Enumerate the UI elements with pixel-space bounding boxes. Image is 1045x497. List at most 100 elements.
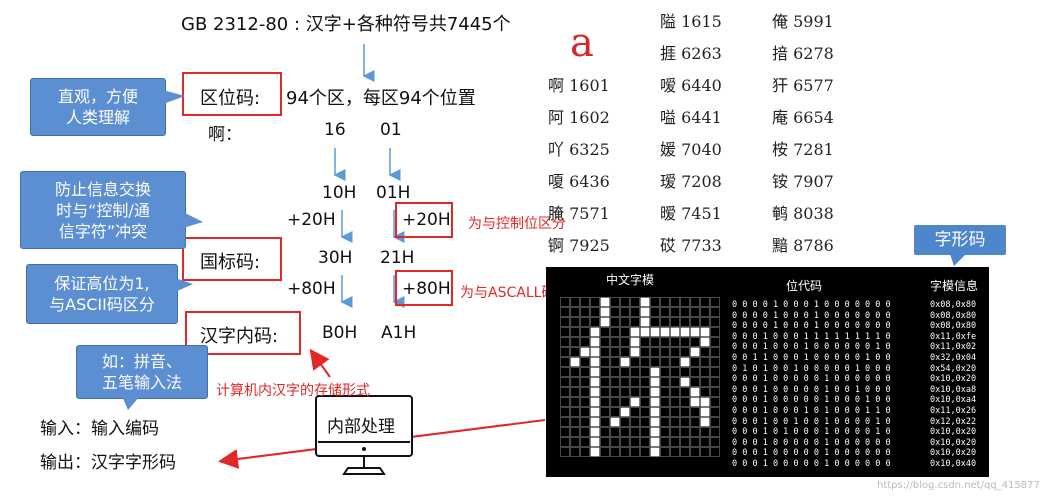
glyph-pixel [560, 377, 570, 387]
glyph-pixel [640, 387, 650, 397]
glyph-pixel [690, 297, 700, 307]
glyph-pixel [610, 407, 620, 417]
glyph-pixel [620, 417, 630, 427]
glyph-pixel [690, 307, 700, 317]
glyph-pixel [680, 327, 690, 337]
glyph-pixel [710, 317, 720, 327]
glyph-pixel [640, 317, 650, 327]
glyph-pixel [610, 317, 620, 327]
glyph-pixel [640, 377, 650, 387]
char-code-cell: 嗳 6440 [660, 76, 722, 95]
glyph-pixel [610, 427, 620, 437]
glyph-pixel [570, 297, 580, 307]
char-code-cell: 铵 7907 [772, 172, 834, 191]
glyph-pixel [580, 437, 590, 447]
glyph-pixel [560, 397, 570, 407]
glyph-pixel [700, 327, 710, 337]
example-wei: 01 [380, 120, 402, 140]
glyph-pixel [590, 417, 600, 427]
char-code-cell: 啊 1601 [548, 76, 610, 95]
glyph-pixel [660, 387, 670, 397]
glyph-pixel [710, 407, 720, 417]
glyph-pixel [670, 327, 680, 337]
glyph-pixel [620, 357, 630, 367]
glyph-pixel [620, 427, 630, 437]
glyph-pixel [590, 377, 600, 387]
glyph-pixel [630, 317, 640, 327]
glyph-pixel [660, 337, 670, 347]
glyph-pixel [590, 327, 600, 337]
char-code-cell: 黯 8786 [772, 236, 834, 255]
glyph-pixel [600, 357, 610, 367]
glyph-pixel [580, 357, 590, 367]
glyph-pixel [690, 437, 700, 447]
example-char: 啊： [208, 125, 242, 145]
neima-box [185, 311, 301, 355]
glyph-pixel [600, 327, 610, 337]
glyph-pixel [600, 427, 610, 437]
glyph-pixel [680, 407, 690, 417]
glyph-pixel [660, 437, 670, 447]
letter-a: a [570, 20, 594, 66]
zixing-tag: 字形码 [914, 225, 1006, 255]
char-code-cell: 嗄 6436 [548, 172, 610, 191]
example-qu: 16 [324, 120, 346, 140]
glyph-pixel [680, 447, 690, 457]
glyph-pixel [710, 427, 720, 437]
char-code-cell: 鹌 8038 [772, 204, 834, 223]
callout-pointer [175, 278, 193, 292]
glyph-pixel [600, 307, 610, 317]
callout-line: 时与“控制/通 [56, 200, 150, 220]
glyph-pixel [710, 307, 720, 317]
glyph-pixel [580, 417, 590, 427]
glyph-pixel [700, 347, 710, 357]
char-code-cell: 暧 7451 [660, 204, 722, 223]
callout-line: 直观，方便 [57, 87, 138, 106]
glyph-pixel [700, 397, 710, 407]
quwei-box [182, 72, 282, 116]
glyph-pixel [670, 447, 680, 457]
glyph-pixel [590, 397, 600, 407]
glyph-pixel [700, 427, 710, 437]
glyph-pixel [690, 417, 700, 427]
guobiao-v2: 21H [380, 248, 415, 268]
glyph-pixel [580, 347, 590, 357]
glyph-pixel [640, 407, 650, 417]
callout-line: 与ASCII码区分 [49, 295, 155, 314]
glyph-pixel [680, 347, 690, 357]
glyph-pixel [700, 337, 710, 347]
glyph-pixel [630, 437, 640, 447]
glyph-pixel [590, 357, 600, 367]
glyph-pixel [710, 337, 720, 347]
glyph-pixel [580, 307, 590, 317]
char-code-cell: 吖 6325 [548, 140, 610, 159]
glyph-pixel [570, 307, 580, 317]
char-code-cell: 犴 6577 [772, 76, 834, 95]
bit-code-column: 0 0 0 0 1 0 0 0 1 0 0 0 0 0 0 0 0 0 0 0 … [732, 300, 891, 469]
panel-title-left: 中文字模 [606, 273, 655, 287]
glyph-pixel [570, 367, 580, 377]
glyph-pixel [680, 337, 690, 347]
callout-intuitive: 直观，方便人类理解 [30, 78, 166, 136]
panel-title-right: 字模信息 [930, 279, 979, 293]
glyph-pixel [700, 377, 710, 387]
add-80h-box [395, 270, 453, 306]
glyph-pixel [670, 337, 680, 347]
glyph-pixel [690, 327, 700, 337]
glyph-pixel [570, 417, 580, 427]
glyph-pixel [680, 377, 690, 387]
glyph-pixel [620, 337, 630, 347]
hex-10h: 10H [322, 183, 357, 203]
glyph-pixel [680, 317, 690, 327]
glyph-pixel [570, 387, 580, 397]
callout-input-method: 如：拼音、五笔输入法 [76, 345, 208, 399]
glyph-pixel [660, 317, 670, 327]
glyph-pixel [710, 367, 720, 377]
glyph-pixel [560, 347, 570, 357]
glyph-pixel [640, 327, 650, 337]
glyph-pixel [670, 427, 680, 437]
glyph-pixel [620, 317, 630, 327]
glyph-pixel [640, 337, 650, 347]
quwei-desc: 94个区，每区94个位置 [286, 88, 476, 109]
